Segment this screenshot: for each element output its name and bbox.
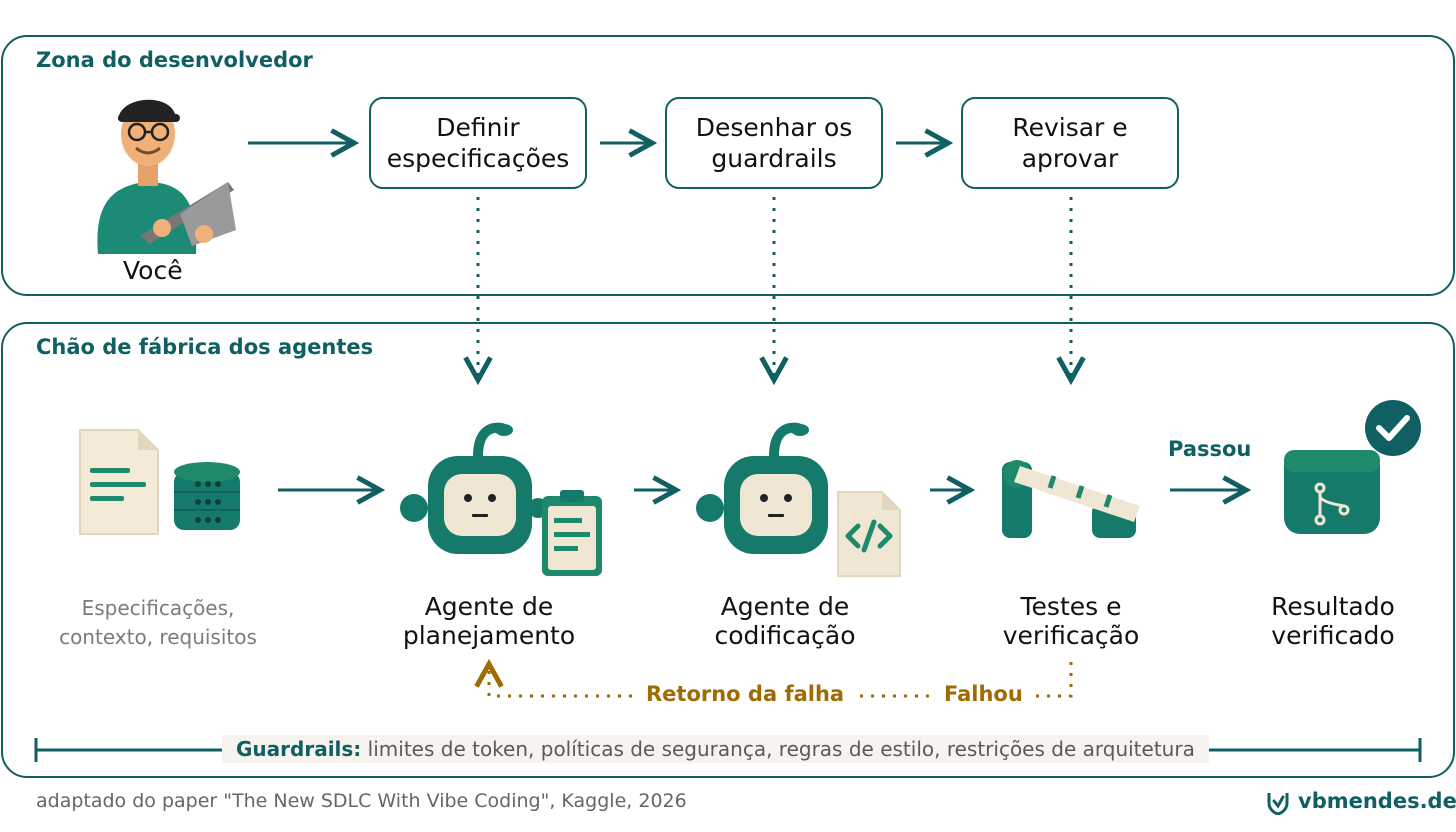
verified-repo-icon [1284,400,1421,534]
step-design-guardrails[interactable]: Desenhar os guardrails [665,97,883,189]
guardrails-title: Guardrails: [236,737,362,761]
barrier-gate-icon [1002,460,1140,538]
developer-label: Você [123,256,183,285]
agent-floor-title: Chão de fábrica dos agentes [36,335,374,359]
step-review-approve-label: Revisar e aprovar [1012,113,1128,173]
step-define-specs[interactable]: Definir especificações [369,97,587,189]
step-design-guardrails-label: Desenhar os guardrails [695,113,853,173]
step-define-specs-label: Definir especificações [386,113,570,173]
document-database-icon [79,429,240,535]
guardrails-text: limites de token, políticas de segurança… [367,737,1195,761]
stage-label-coding: Agente de codificação [714,592,856,650]
coding-robot-icon [696,422,901,577]
fail-label: Falhou [934,682,1033,706]
brand-link[interactable]: vbmendes.dev [1298,789,1456,813]
planning-robot-icon [400,422,602,576]
developer-zone-title: Zona do desenvolvedor [36,48,313,72]
pass-label: Passou [1168,437,1252,461]
stage-label-tests: Testes e verificação [1002,592,1140,650]
brand-logo-icon [1267,793,1289,815]
developer-avatar-icon [97,99,236,254]
step-review-approve[interactable]: Revisar e aprovar [961,97,1179,189]
stage-label-planning: Agente de planejamento [402,592,576,650]
verified-check-icon [1365,400,1421,456]
stage-label-specs: Especificações, contexto, requisitos [59,596,257,649]
feedback-label: Retorno da falha [636,682,855,706]
stage-label-result: Resultado verificado [1271,592,1395,650]
guardrails-banner: Guardrails: limites de token, políticas … [222,735,1209,763]
source-note: adaptado do paper "The New SDLC With Vib… [36,790,687,812]
